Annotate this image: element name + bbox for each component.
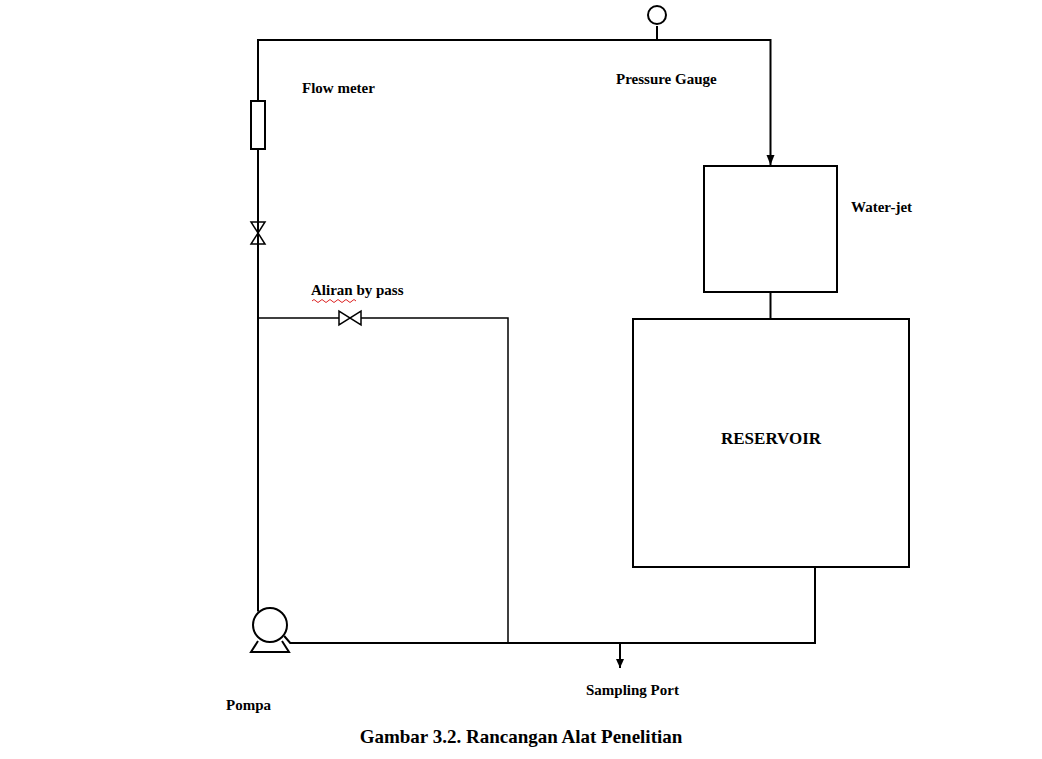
valve-symbol [339,311,361,325]
pipe-connector [770,293,772,318]
node-label: Pompa [226,697,271,714]
water-jet: Water-jet [703,165,838,293]
spellcheck-squiggle [312,300,356,303]
pipe-connector [258,40,771,165]
node-label: Pressure Gauge [616,71,717,88]
pipe-connector [257,150,259,612]
reservoir: RESERVOIR [632,318,910,568]
gauge-stem [656,26,658,40]
bypass-pipe [258,318,508,643]
text-label: Sampling Port [586,682,679,699]
sampling-port-arrow [619,643,621,668]
node-label: Water-jet [851,199,912,216]
pressure-gauge: Pressure Gauge [647,5,667,25]
node-label: Flow meter [302,80,375,97]
text-label: Aliran by pass [311,282,404,299]
node-label: RESERVOIR [721,430,821,449]
pump: Pompa [252,607,288,643]
figure-caption: Gambar 3.2. Rancangan Alat Penelitian [0,726,1042,748]
flow-meter: Flow meter [250,100,266,150]
pipe-connector [284,568,815,643]
